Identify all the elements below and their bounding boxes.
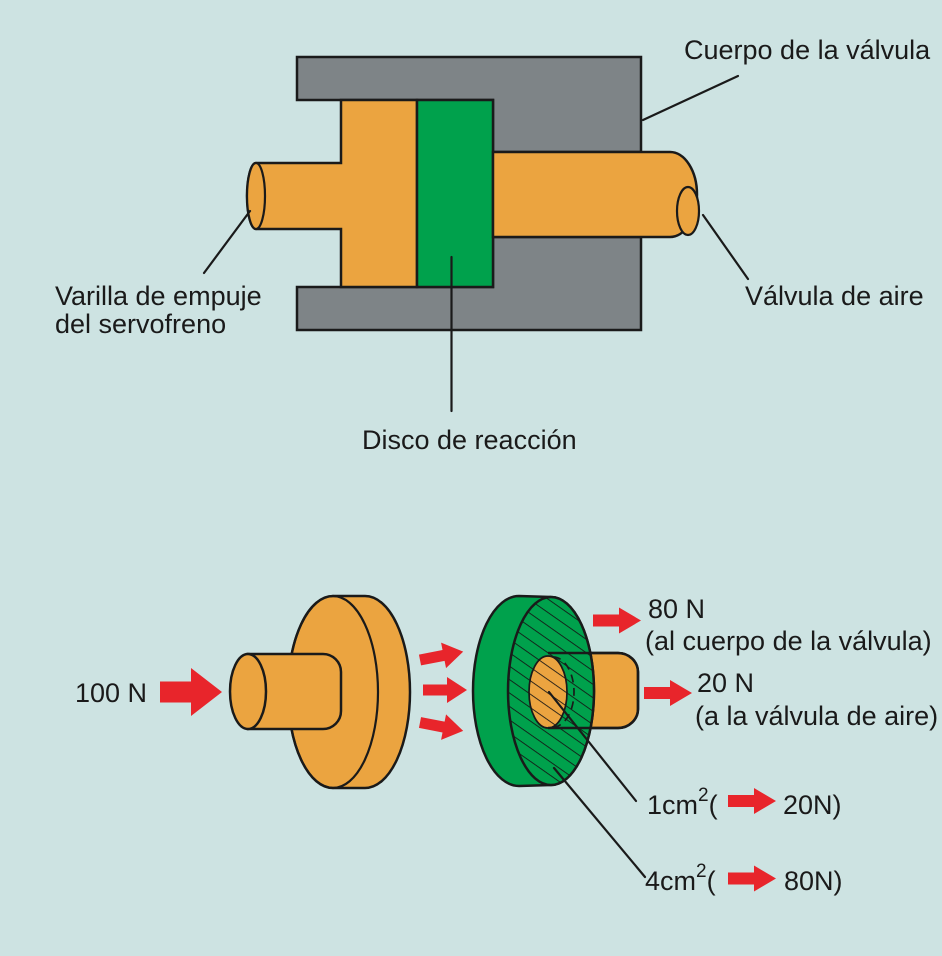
area-small-open: ( [709, 790, 718, 820]
valve-cross-section: Cuerpo de la válvula Varilla de empuje d… [55, 35, 931, 455]
label-input-force: 100 N [75, 678, 147, 708]
reaction-disc-section [415, 98, 495, 289]
push-rod-tip [245, 161, 267, 231]
leader-line-cuerpo [641, 74, 740, 122]
air-valve-rod-tip [675, 185, 701, 237]
leader-line-area-large [552, 766, 647, 879]
label-cuerpo: Cuerpo de la válvula [684, 35, 931, 65]
label-air-force-note: (a la válvula de aire) [695, 701, 938, 731]
force-distribution-diagram: 100 N 80 N (al cuerpo de la válvula) 20 … [75, 594, 938, 896]
input-rod-tip [228, 652, 268, 731]
label-area-small-value: 20N) [783, 790, 842, 820]
area-small-base: 1cm [647, 790, 698, 820]
label-body-force: 80 N [648, 594, 705, 624]
label-disco: Disco de reacción [362, 425, 577, 455]
leader-line-varilla [202, 209, 252, 275]
area-large-sup: 2 [696, 861, 707, 882]
label-varilla-line2: del servofreno [55, 309, 226, 339]
air-valve-rod-3d-outline [548, 651, 640, 730]
label-area-small: 1cm2( [647, 785, 718, 820]
label-body-force-note: (al cuerpo de la válvula) [645, 626, 932, 656]
label-valvula-aire: Válvula de aire [745, 281, 924, 311]
label-air-force: 20 N [697, 668, 754, 698]
air-valve-rod [491, 150, 699, 239]
input-rod [246, 652, 343, 731]
label-varilla-line1: Varilla de empuje [55, 281, 262, 311]
label-area-large-value: 80N) [784, 866, 843, 896]
leader-line-valvula-aire [701, 213, 750, 281]
area-small-sup: 2 [698, 785, 709, 806]
leader-line-area-small [547, 690, 638, 803]
area-large-open: ( [707, 866, 716, 896]
area-large-base: 4cm [645, 866, 696, 896]
hidden-rod-edge-dashed [552, 656, 575, 728]
label-area-large: 4cm2( [645, 861, 716, 896]
